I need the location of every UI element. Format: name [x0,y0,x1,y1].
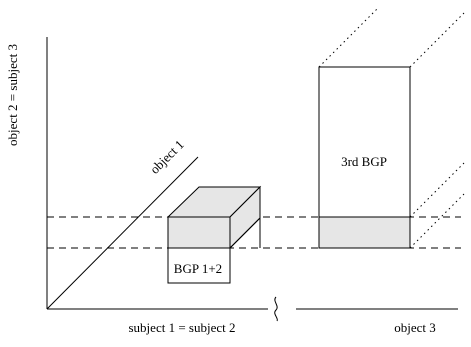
bgp3-box [318,66,411,249]
y-axis-label: object 2 = subject 3 [5,44,20,146]
axis-break-icon [274,296,278,322]
bgp12-front-face [167,216,231,249]
dotted-line-low [409,193,465,249]
bgp12-hidden-edge-2 [229,217,261,249]
dotted-line-top-left [318,6,380,68]
object1-diagonal-axis [46,156,199,310]
x-axis-label: subject 1 = subject 2 [129,320,236,335]
bgp3-label: 3rd BGP [341,154,387,169]
bgp12-front-bottom [167,247,231,284]
dotted-line-mid [409,162,465,218]
dotted-line-top-right [409,12,465,68]
object1-axis-label: object 1 [147,137,187,177]
bgp12-label: BGP 1+2 [174,261,222,276]
bgp3-shaded-band [318,216,411,249]
object3-axis-label: object 3 [394,320,436,335]
bgp12-cube [166,185,262,284]
